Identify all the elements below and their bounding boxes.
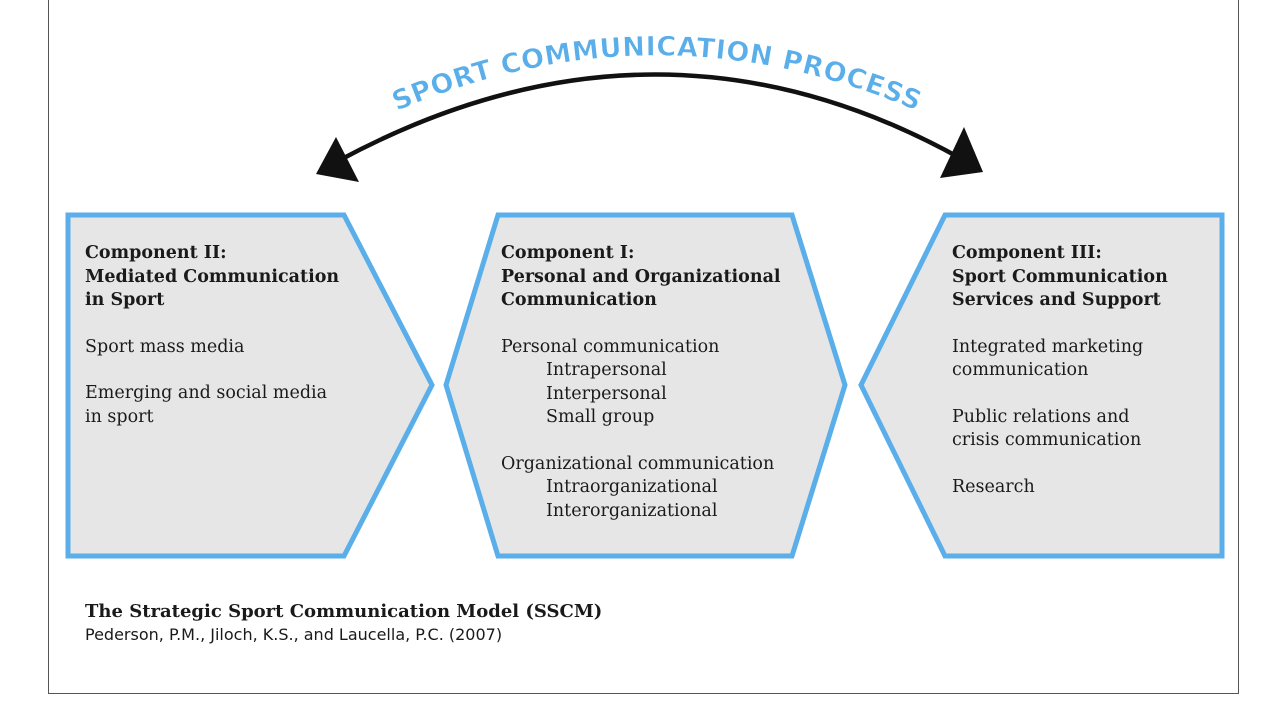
citation: The Strategic Sport Communication Model … — [85, 600, 602, 646]
item-text: crisis communication — [952, 430, 1142, 450]
item-text: Integrated marketing — [952, 336, 1144, 357]
heading-line: Mediated Communication — [85, 266, 340, 287]
list-group: Organizational communication Intraorgani… — [501, 453, 781, 524]
component-ii-content: Component II: Mediated Communication in … — [85, 242, 339, 429]
item-text: Emerging and social media — [85, 383, 328, 403]
item-text: Sport mass media — [85, 336, 245, 357]
list-item: Public relations and crisis communicatio… — [952, 406, 1168, 453]
heading-line: Sport Communication — [952, 266, 1168, 287]
heading-line: Personal and Organizational — [501, 266, 781, 287]
slide-frame — [48, 0, 1239, 694]
sub-item: Intraorganizational — [546, 477, 718, 497]
process-arrow-arc — [338, 72, 962, 162]
component-ii-heading: Component II: Mediated Communication in … — [85, 242, 339, 313]
arrow-head-right-icon — [940, 127, 983, 178]
heading-line: Component III: — [952, 243, 1102, 263]
heading-line: Services and Support — [952, 290, 1161, 310]
component-i-box — [443, 212, 848, 559]
citation-reference: Pederson, P.M., Jiloch, K.S., and Laucel… — [85, 625, 503, 644]
component-i-content: Component I: Personal and Organizational… — [501, 242, 781, 523]
heading-line: Component I: — [501, 243, 635, 263]
component-iii-heading: Component III: Sport Communication Servi… — [952, 242, 1168, 313]
component-iii-content: Component III: Sport Communication Servi… — [952, 242, 1168, 499]
list-item: Emerging and social media in sport — [85, 382, 339, 429]
list-item: Sport mass media — [85, 336, 339, 360]
component-ii-box — [65, 212, 435, 559]
sub-item: Small group — [546, 407, 655, 427]
heading-line: Communication — [501, 290, 657, 310]
group-label: Personal communication — [501, 336, 720, 357]
list-group: Personal communication Intrapersonal Int… — [501, 336, 781, 430]
item-text: Research — [952, 476, 1035, 497]
sub-item: Interorganizational — [546, 500, 718, 521]
sub-item: Intrapersonal — [546, 360, 667, 380]
sub-item: Interpersonal — [546, 383, 667, 404]
list-item: Integrated marketing communication — [952, 336, 1168, 383]
list-item: Research — [952, 476, 1168, 500]
arrow-head-left-icon — [316, 137, 359, 182]
component-i-heading: Component I: Personal and Organizational… — [501, 242, 781, 313]
heading-line: Component II: — [85, 243, 227, 263]
component-iii-box — [858, 212, 1225, 559]
group-label: Organizational communication — [501, 453, 775, 474]
item-text: communication — [952, 360, 1089, 380]
heading-line: in Sport — [85, 290, 165, 310]
item-text: Public relations and — [952, 406, 1130, 427]
item-text: in sport — [85, 406, 154, 427]
citation-title: The Strategic Sport Communication Model … — [85, 601, 603, 622]
